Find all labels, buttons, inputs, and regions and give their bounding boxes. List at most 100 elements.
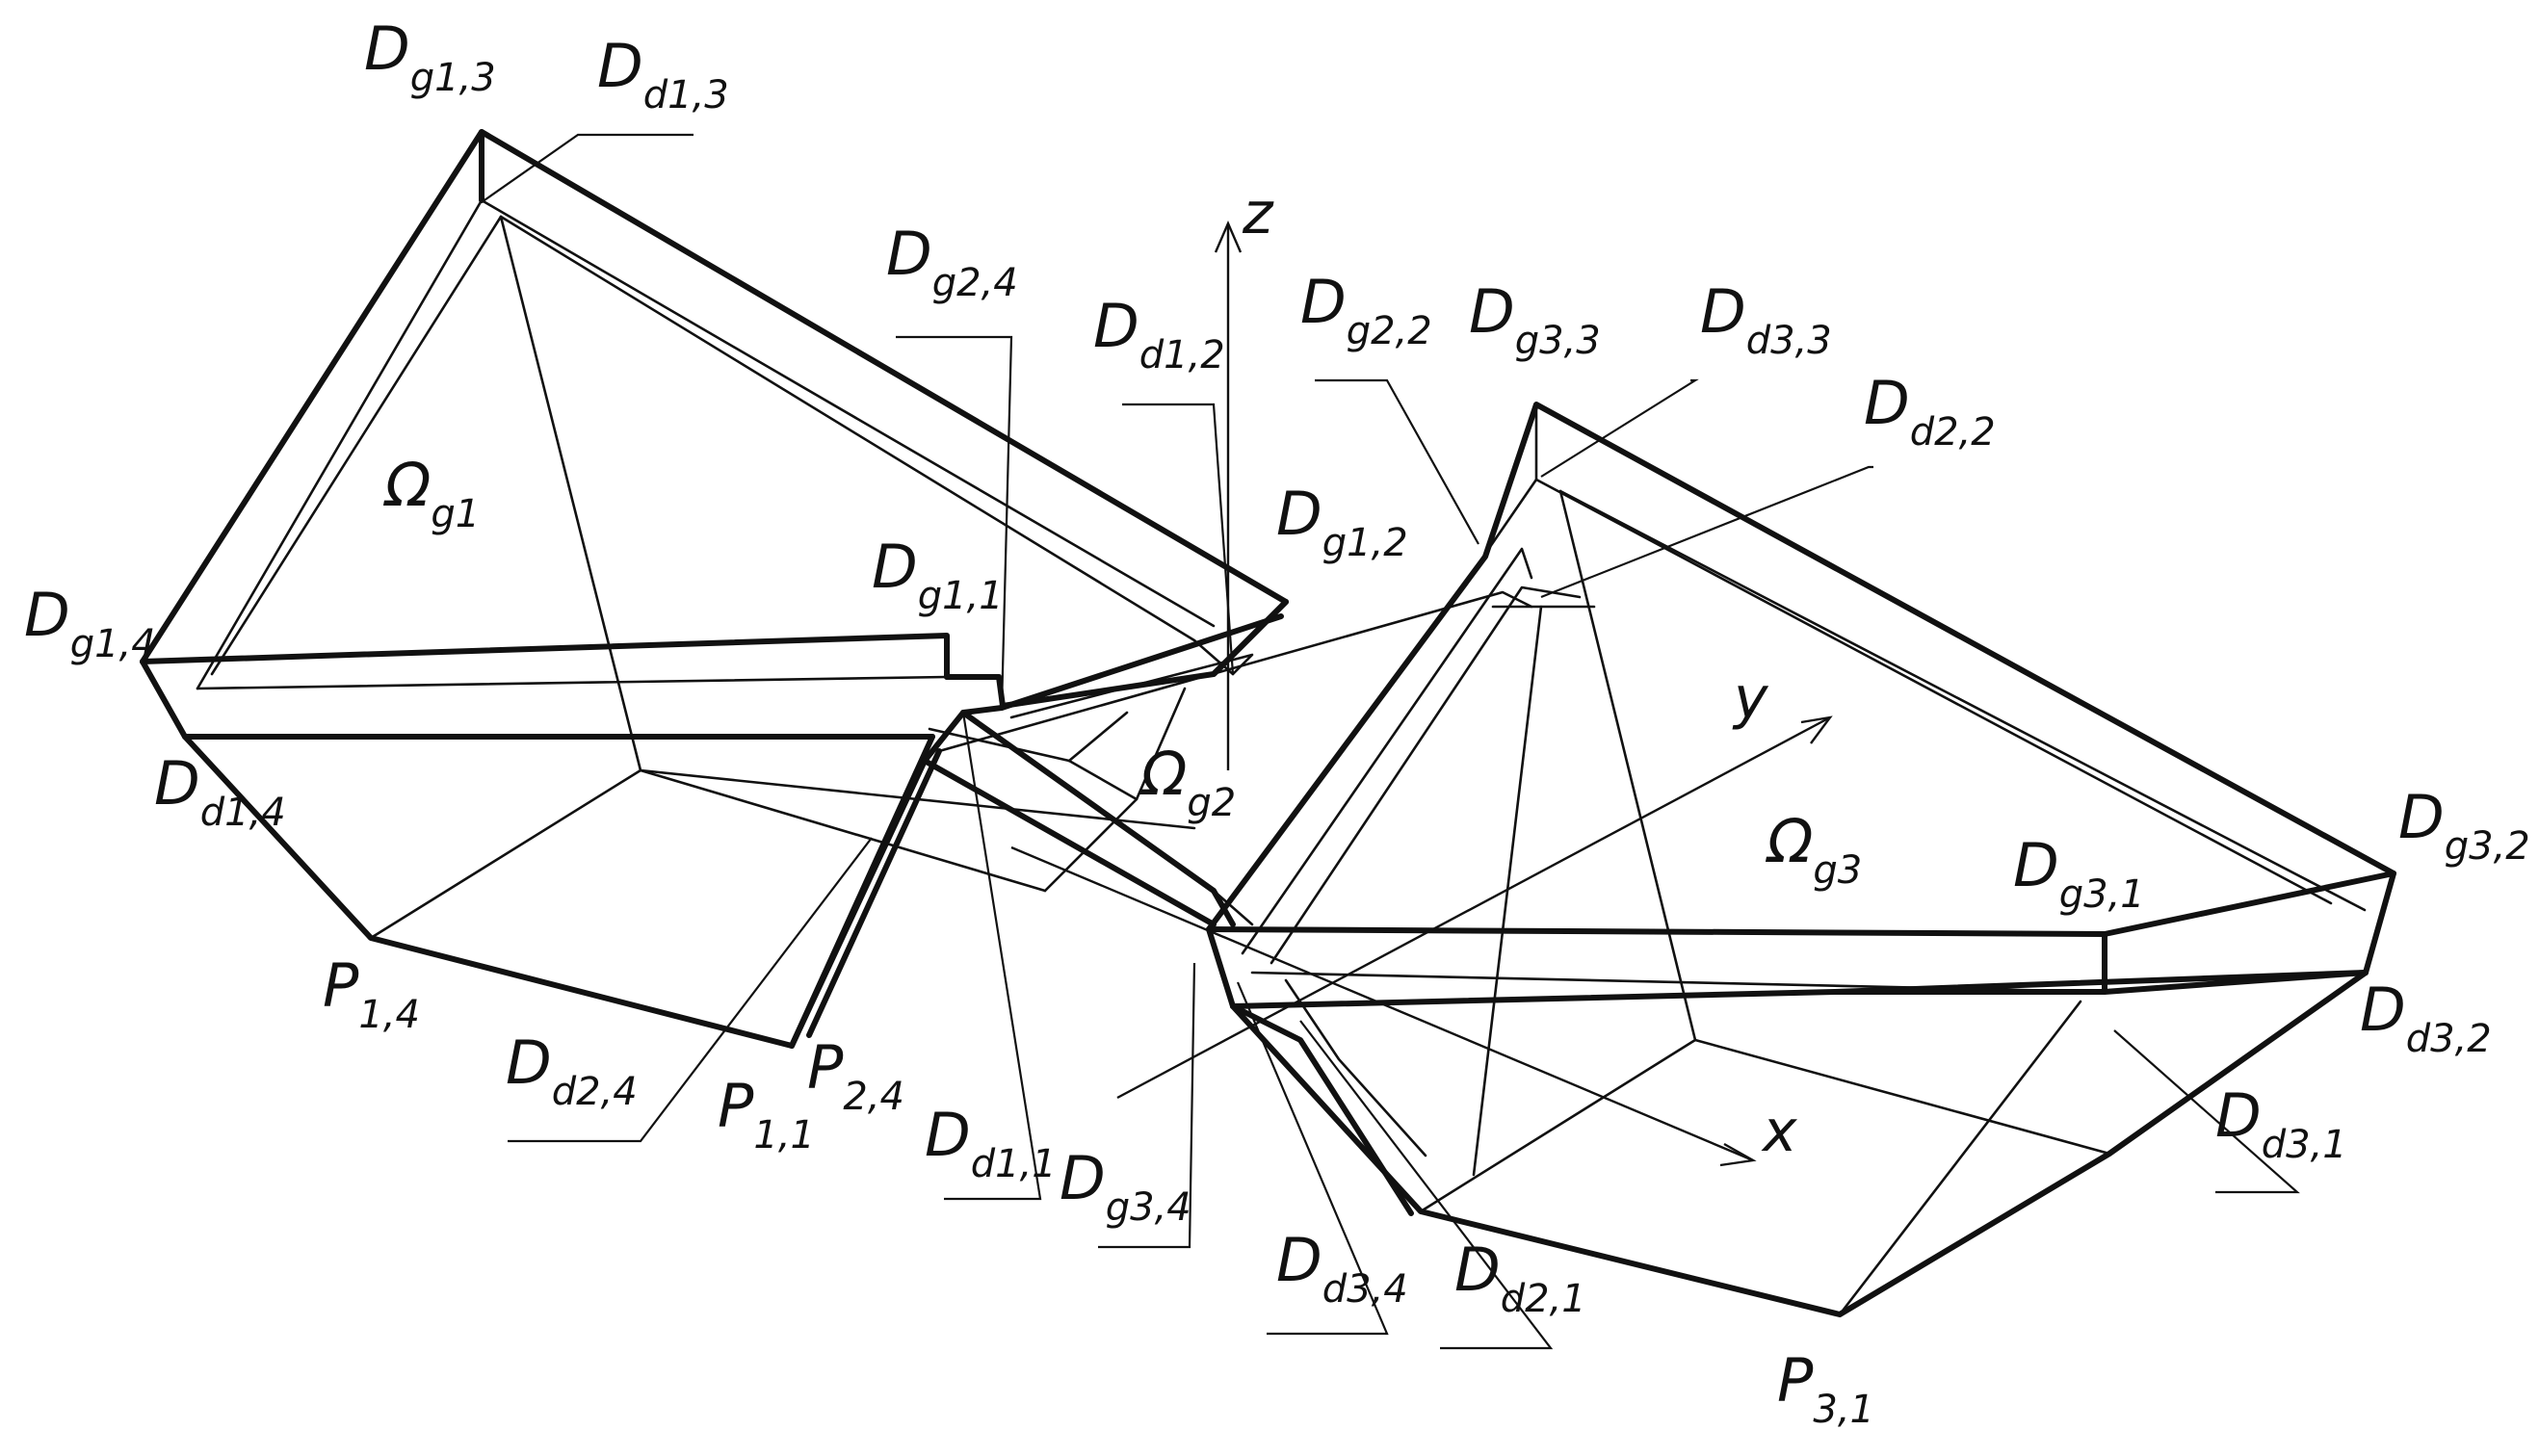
label-main: D [1864,368,1910,438]
leader-Dd22 [1540,465,1873,599]
label-omega-g3: Ωg3 [1765,806,1862,893]
label-subscript: d1,4 [200,791,286,835]
label-main: P [718,1071,754,1141]
label-Dg14: Dg1,4 [24,580,156,666]
block2-top-left [999,613,1284,711]
y-axis-label: y [1732,664,1769,732]
label-subscript: d3,2 [2406,1017,2492,1061]
block3-left-lower [1230,1003,1414,1216]
block3-inner-left [1481,478,1538,559]
block1-front-top-edge [140,633,950,680]
label-Dd11: Dd1,1 [925,1100,1057,1186]
block3-inner-slope [1241,547,1533,955]
label-main: P [807,1032,844,1103]
block3-inner-lower [1284,978,1427,1157]
label-subscript: d3,4 [1322,1267,1408,1312]
block-1 [140,129,1289,1049]
label-main: D [364,13,410,84]
block2-left-edge [789,705,1005,1049]
label-subscript: 2,4 [843,1075,904,1119]
label-subscript: 3,1 [1813,1388,1874,1432]
label-P14: P1,4 [323,950,420,1037]
label-subscript: d1,3 [643,73,729,117]
label-Dd24: Dd2,4 [506,1027,638,1114]
label-Dd14: Dd1,4 [154,748,286,835]
label-subscript: g2 [1187,781,1236,825]
block2-inner-small [1067,711,1129,763]
label-main: Ω [382,450,431,520]
label-Dg31: Dg3,1 [2013,830,2145,917]
x-axis [1010,845,1754,1162]
label-subscript: g3,2 [2445,824,2530,869]
label-Dd32: Dd3,2 [2360,975,2492,1061]
leader-Dg34 [1098,962,1196,1249]
label-main: D [1276,479,1322,549]
label-Dg34: Dg3,4 [1060,1143,1191,1230]
label-Dg11: Dg1,1 [872,532,1004,618]
block2-top-thin [937,590,1533,753]
label-Dd12: Dd1,2 [1093,291,1225,377]
block-2 [789,590,1533,1049]
label-main: D [1093,291,1139,361]
label-subscript: g3,3 [1515,319,1601,363]
label-subscript: g1,2 [1322,521,1408,565]
label-Dg32: Dg3,2 [2398,782,2530,869]
label-main: D [506,1027,552,1098]
label-subscript: d1,1 [971,1142,1057,1186]
x-axis-label: x [1761,1098,1797,1165]
block2-inner-top [1009,653,1254,719]
label-subscript: g2,4 [932,261,1018,305]
block1-front-bottom-edge [140,659,935,740]
leader-Dd33 [1540,378,1699,478]
label-Dd13: Dd1,3 [597,31,729,117]
block3-inner-top [1534,403,2333,905]
block-3 [1206,402,2396,1317]
label-main: D [1276,1225,1322,1295]
label-main: P [323,950,359,1021]
label-omega-g2: Ωg2 [1139,739,1236,825]
block1-connector [928,727,1071,763]
label-main: P [1777,1345,1814,1416]
label-Dg33: Dg3,3 [1469,276,1601,363]
label-subscript: g2,2 [1347,309,1432,353]
block2-left-edge-inner [806,748,942,1038]
label-Dg24: Dg2,4 [886,219,1018,305]
label-subscript: d3,1 [2262,1123,2347,1167]
label-subscript: g3,4 [1106,1185,1191,1230]
label-main: D [24,580,70,650]
label-main: D [2360,975,2406,1045]
block1-inner-front [196,675,949,690]
label-main: Ω [1139,739,1187,809]
leader-Dd11 [944,712,1042,1201]
block3-front-bottom [1230,970,2369,1009]
block3-inner-ridge [1558,489,2367,912]
block1-inner-left [196,198,484,690]
block3-lower-outline [1206,926,2369,1317]
leader-Dd21 [1299,1020,1554,1350]
label-subscript: d2,2 [1910,410,1996,455]
label-subscript: g1,4 [70,622,156,666]
block3-inner-drop [1558,489,1697,1042]
label-subscript: g1 [431,492,480,536]
block1-lower-outline [182,734,935,1049]
block3-inner-slope-2 [1270,585,1582,965]
label-Dd31: Dd3,1 [2215,1080,2347,1167]
label-main: D [2013,830,2059,900]
label-main: D [925,1100,971,1170]
label-main: D [1700,276,1746,347]
label-main: Ω [1765,806,1813,876]
leader-lines [481,133,2300,1350]
block3-outline [1206,402,2396,995]
label-main: D [886,219,932,289]
label-P11: P1,1 [718,1071,815,1157]
label-omega-g1: Ωg1 [382,450,480,536]
leader-Dd34 [1236,981,1389,1336]
y-axis [1116,715,1831,1100]
y-axis-arrow [1800,715,1833,744]
block3-inner-front [1250,971,2107,994]
leader-Dd31 [2113,1029,2300,1194]
block1-top-edge [140,129,1289,664]
axes: z y x [1010,180,1833,1167]
